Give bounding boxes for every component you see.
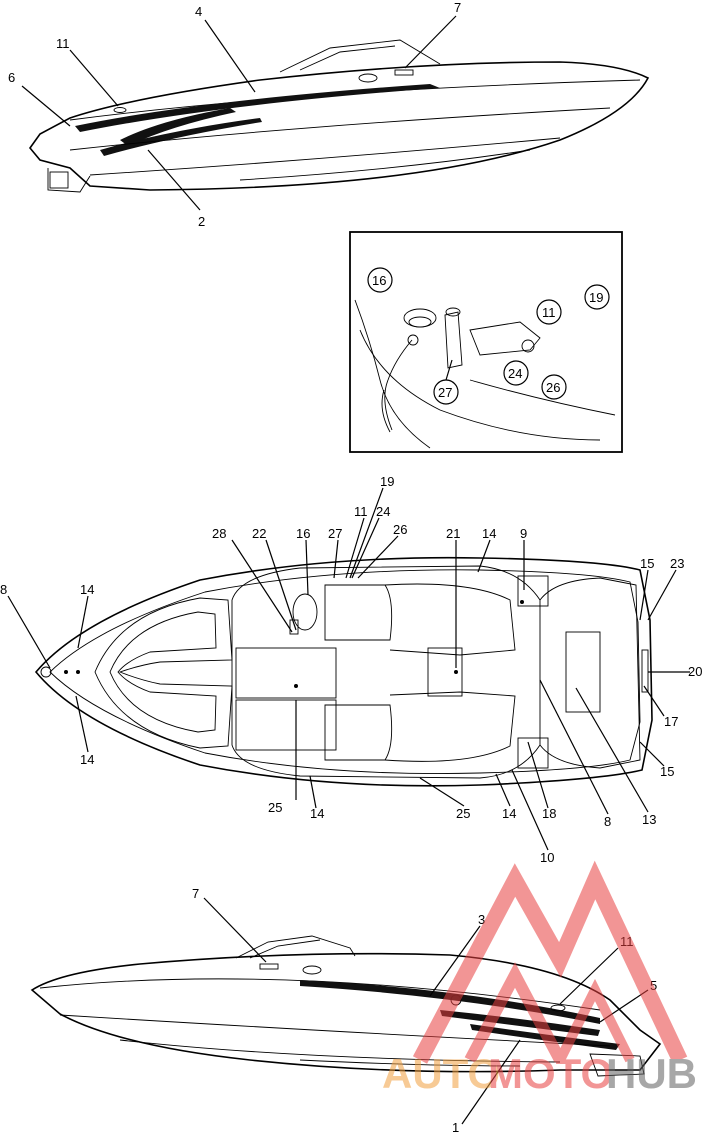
callout-label: 21 — [446, 526, 460, 541]
watermark-text-auto: AUTO — [382, 1050, 500, 1097]
inset-label: 24 — [508, 366, 522, 381]
callout-label: 9 — [520, 526, 527, 541]
callout-label: 20 — [688, 664, 702, 679]
boat-plan-view: 19 11 24 26 28 22 16 27 21 14 9 15 23 8 … — [0, 474, 702, 865]
inset-label: 26 — [546, 380, 560, 395]
callout-label: 14 — [502, 806, 516, 821]
inset-label: 16 — [372, 273, 386, 288]
callout-label: 8 — [0, 582, 7, 597]
callout-label: 16 — [296, 526, 310, 541]
inset-label: 11 — [542, 305, 556, 320]
callout-label: 19 — [380, 474, 394, 489]
callout-label: 14 — [482, 526, 496, 541]
callout-label: 27 — [328, 526, 342, 541]
callout-label: 25 — [268, 800, 282, 815]
callout-label: 3 — [478, 912, 485, 927]
callout-label: 15 — [640, 556, 654, 571]
watermark-text-hub: HUB — [606, 1050, 697, 1097]
boat-side-view-bottom: 7 3 11 5 1 — [30, 886, 662, 1134]
callout-label: 15 — [660, 764, 674, 779]
callout-label: 17 — [664, 714, 678, 729]
callout-label: 7 — [454, 0, 461, 15]
callout-label: 4 — [195, 4, 202, 19]
callout-label: 14 — [80, 582, 94, 597]
callout-label: 13 — [642, 812, 656, 827]
callout-label: 7 — [192, 886, 199, 901]
callout-label: 28 — [212, 526, 226, 541]
callout-label: 1 — [452, 1120, 459, 1134]
callout-label: 2 — [198, 214, 205, 229]
callout-label: 11 — [56, 36, 70, 51]
detail-inset: 16 19 11 24 26 27 — [349, 231, 623, 453]
callout-label: 11 — [354, 504, 368, 519]
boat-side-view-top: 11 4 7 6 2 — [8, 0, 650, 229]
callout-label: 14 — [310, 806, 324, 821]
automotohub-watermark: AUTO MOTO HUB — [382, 860, 697, 1097]
callout-label: 18 — [542, 806, 556, 821]
callout-label: 10 — [540, 850, 554, 865]
callout-label: 24 — [376, 504, 390, 519]
watermark-text-moto: MOTO — [488, 1050, 613, 1097]
callout-label: 14 — [80, 752, 94, 767]
inset-label: 27 — [438, 385, 452, 400]
callout-label: 6 — [8, 70, 15, 85]
inset-label: 19 — [589, 290, 603, 305]
callout-label: 25 — [456, 806, 470, 821]
callout-label: 26 — [393, 522, 407, 537]
callout-label: 8 — [604, 814, 611, 829]
callout-label: 23 — [670, 556, 684, 571]
callout-label: 22 — [252, 526, 266, 541]
